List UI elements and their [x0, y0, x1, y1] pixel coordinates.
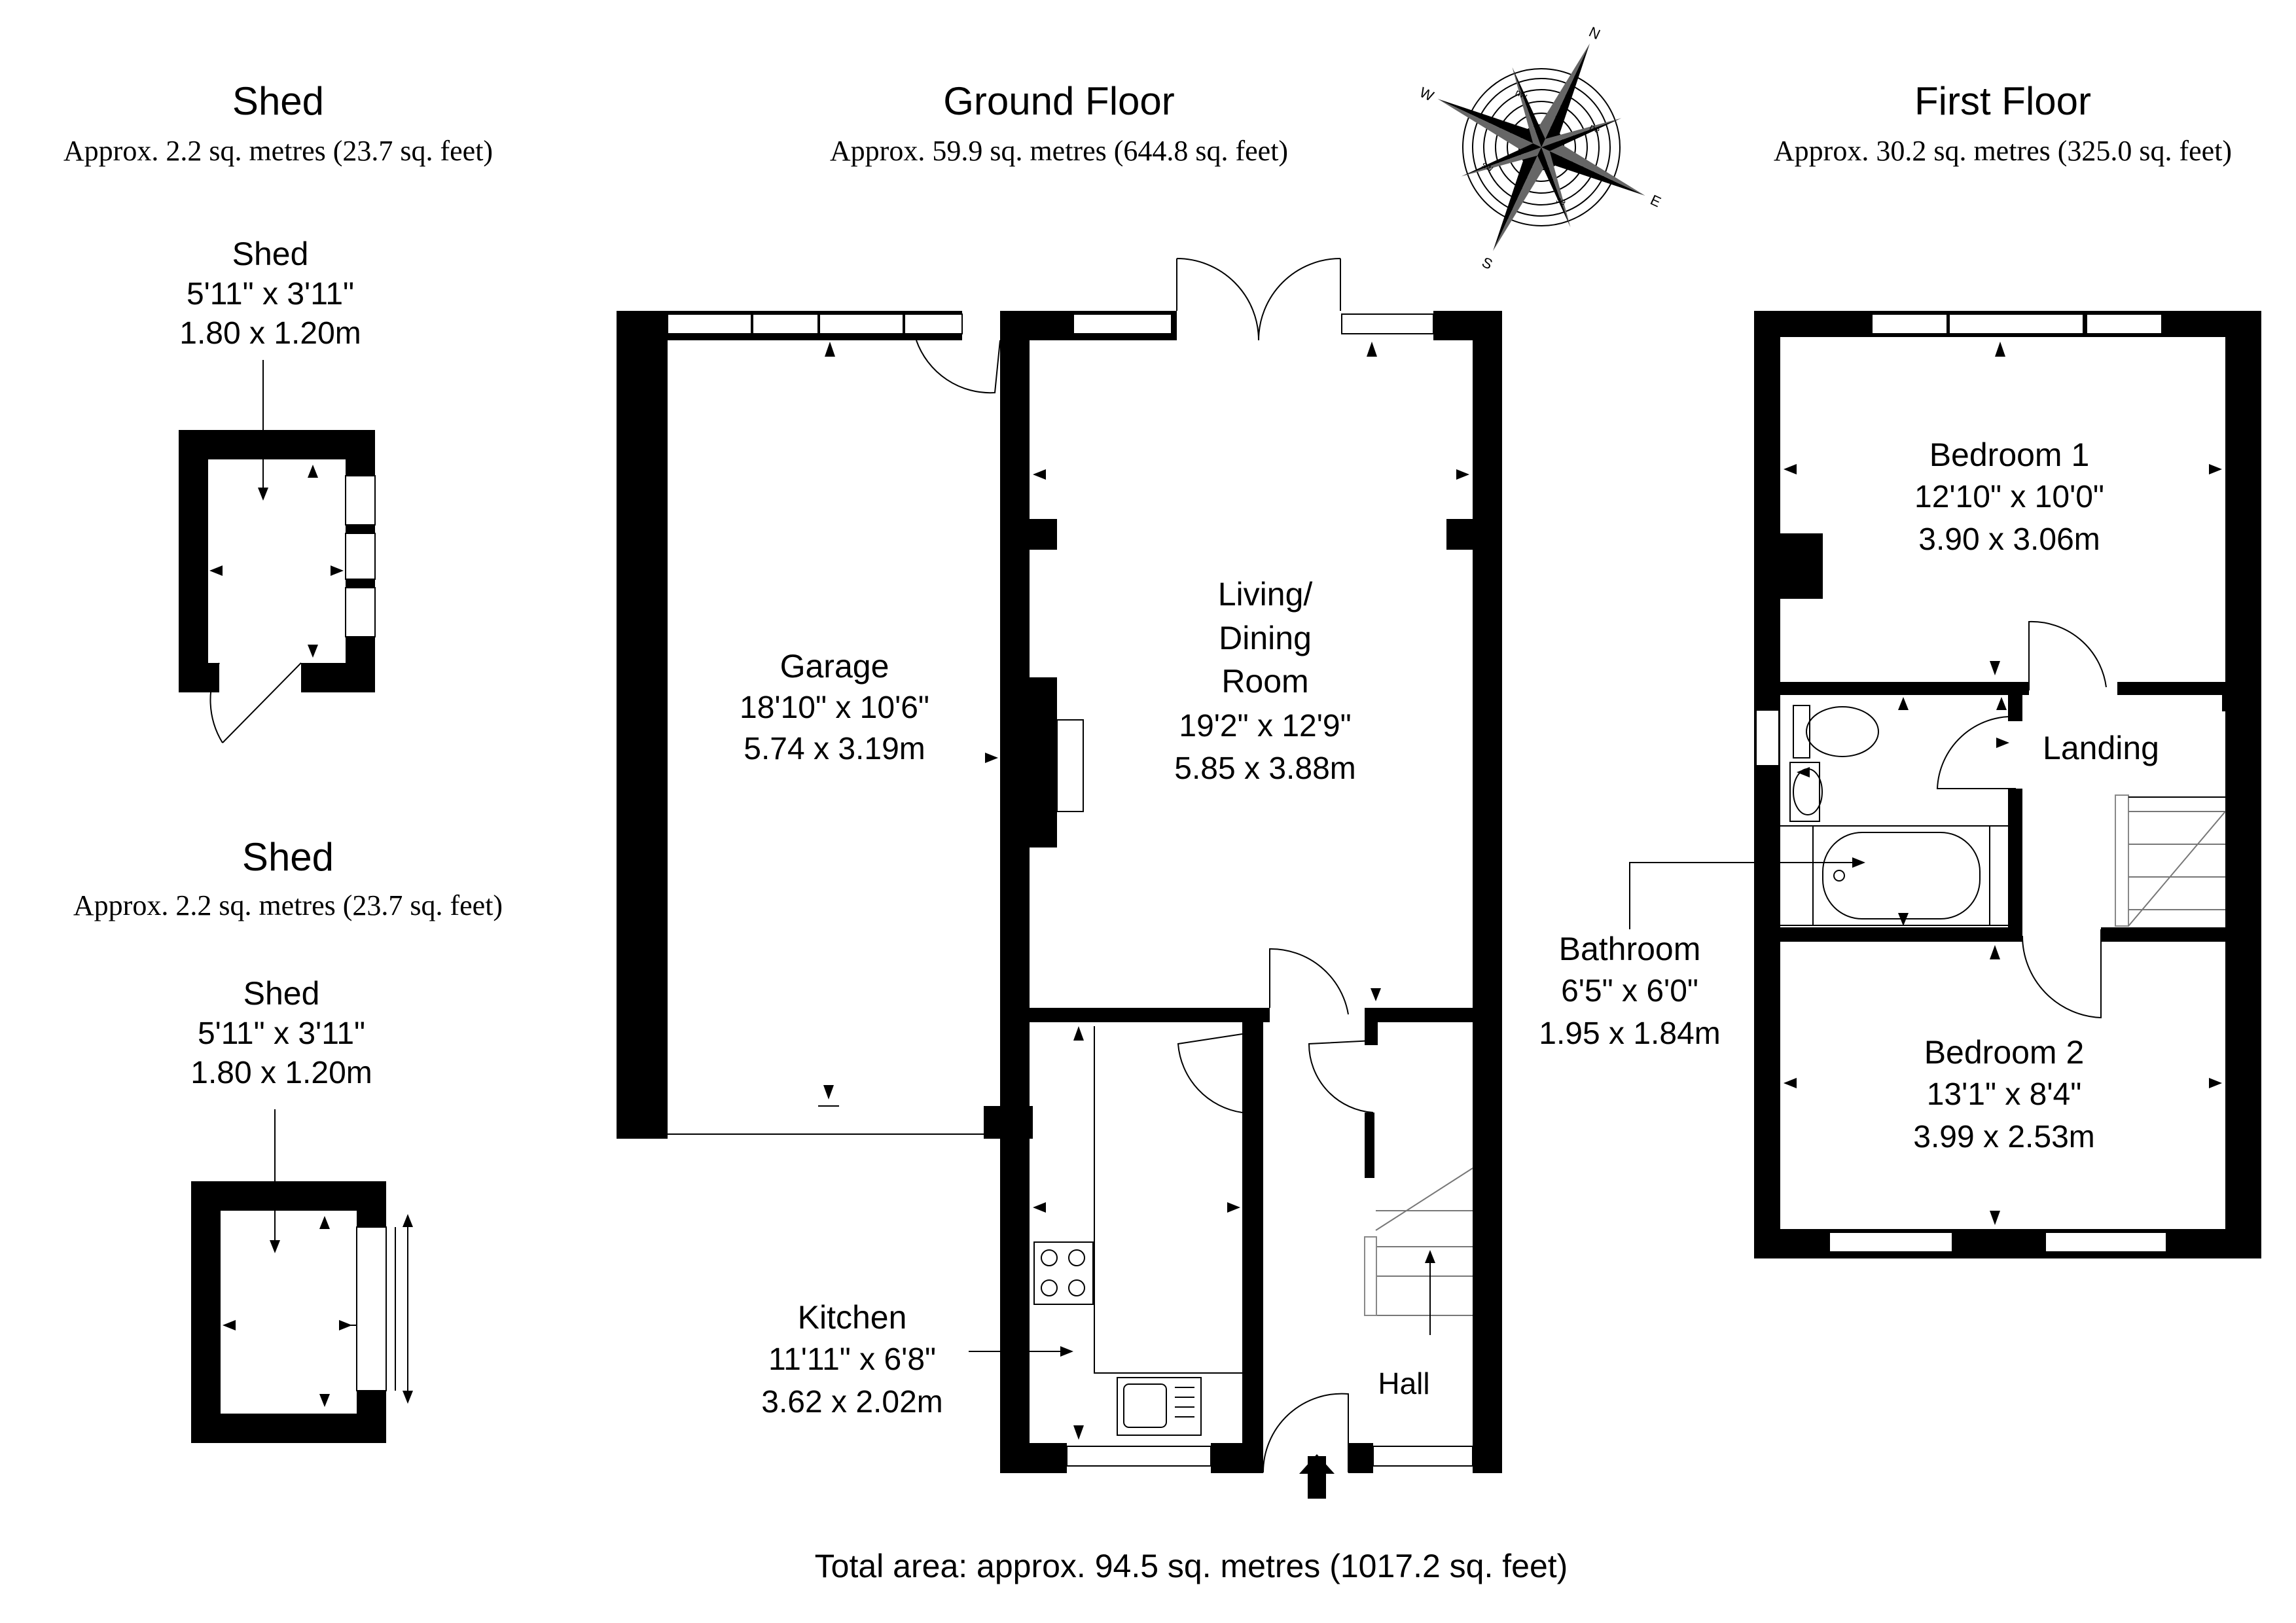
hob-icon	[1033, 1241, 1094, 1305]
kitchen-counter	[1094, 1026, 1242, 1374]
garage-side-door	[916, 340, 1001, 394]
compass-nw: nw	[1514, 86, 1530, 101]
shed-top-window	[345, 533, 376, 580]
shed-bottom-area: Approx. 2.2 sq. metres (23.7 sq. feet)	[73, 889, 503, 921]
bathroom-window	[1755, 709, 1780, 766]
garage-window	[904, 313, 963, 334]
first-floor-heading: First Floor Approx. 30.2 sq. metres (325…	[1774, 79, 2232, 167]
compass-se: se	[1554, 194, 1568, 207]
ground-floor-plan: Garage 18'10" x 10'6" 5.74 x 3.19m Livin…	[617, 258, 1502, 1500]
garage-window	[667, 313, 752, 334]
bedroom1-window	[1948, 313, 2084, 334]
shed-top-window	[345, 587, 376, 637]
bedroom1-imperial: 12'10" x 10'0"	[1914, 480, 2104, 514]
kitchen-walls	[1000, 1022, 1263, 1473]
living-door	[1269, 948, 1349, 1015]
landing-name: Landing	[2043, 730, 2159, 766]
shed-top-area: Approx. 2.2 sq. metres (23.7 sq. feet)	[63, 135, 493, 167]
living-walls	[1000, 311, 1502, 1473]
shed-top-walls	[179, 430, 375, 692]
compass-rose-icon: N S E W nw ne se sw	[1417, 24, 1663, 273]
shed-top-imperial: 5'11" x 3'11"	[187, 277, 354, 312]
front-door	[1262, 1393, 1349, 1473]
fireplace	[1056, 719, 1084, 812]
hall-walls	[1348, 1022, 1378, 1473]
shed-top-title: Shed	[232, 79, 324, 123]
shed-top-metric: 1.80 x 1.20m	[179, 316, 361, 351]
shed-bottom-title: Shed	[242, 835, 334, 879]
compass-sw: sw	[1480, 159, 1496, 173]
first-floor-area: Approx. 30.2 sq. metres (325.0 sq. feet)	[1774, 135, 2232, 167]
garage-metric: 5.74 x 3.19m	[744, 732, 925, 766]
hall-name: Hall	[1378, 1366, 1429, 1400]
kitchen-door	[1177, 1033, 1243, 1113]
shed-bottom-walls	[191, 1181, 386, 1443]
bedroom2-imperial: 13'1" x 8'4"	[1927, 1077, 2082, 1112]
bedroom2-door	[2021, 929, 2102, 1019]
bedroom2-metric: 3.99 x 2.53m	[1913, 1120, 2095, 1154]
french-door-right	[1258, 258, 1341, 341]
garage-window	[819, 313, 904, 334]
living-window	[1073, 313, 1172, 334]
garage-imperial: 18'10" x 10'6"	[740, 690, 929, 725]
bedroom2-name: Bedroom 2	[1924, 1034, 2085, 1071]
bedroom1-window	[1871, 313, 1948, 334]
total-area: Total area: approx. 94.5 sq. metres (101…	[815, 1548, 1568, 1584]
bathroom-metric: 1.95 x 1.84m	[1539, 1016, 1721, 1051]
shed-top-plan: Shed 5'11" x 3'11" 1.80 x 1.20m	[179, 236, 376, 743]
garage-window	[752, 313, 819, 334]
bedroom1-name: Bedroom 1	[1929, 437, 2090, 473]
bathroom-door	[1936, 715, 2017, 789]
bedroom2-window	[1829, 1232, 1953, 1253]
garage-name: Garage	[780, 648, 889, 685]
living-window	[1341, 313, 1434, 334]
shed-top-heading: Shed Approx. 2.2 sq. metres (23.7 sq. fe…	[63, 79, 493, 167]
hall-window	[1372, 1446, 1473, 1467]
shed-top-name: Shed	[232, 236, 309, 272]
living-metric: 5.85 x 3.88m	[1174, 751, 1356, 786]
shed-bottom-name: Shed	[243, 975, 320, 1012]
bedroom1-metric: 3.90 x 3.06m	[1918, 522, 2100, 557]
kitchen-metric: 3.62 x 2.02m	[761, 1385, 943, 1419]
bathroom-name: Bathroom	[1559, 931, 1701, 967]
ground-floor-heading: Ground Floor Approx. 59.9 sq. metres (64…	[830, 79, 1288, 167]
ground-floor-title: Ground Floor	[943, 79, 1175, 123]
sink-icon	[1117, 1377, 1202, 1436]
bedroom1-window	[2086, 313, 2162, 334]
shed-bottom-metric: 1.80 x 1.20m	[190, 1056, 372, 1090]
entrance-arrow-icon	[1299, 1454, 1335, 1474]
bedroom1-door	[2028, 620, 2107, 690]
living-imperial: 19'2" x 12'9"	[1179, 709, 1351, 743]
shed-top-window	[345, 475, 376, 526]
living-name-line2: Dining	[1219, 620, 1312, 656]
hall-stairs	[1364, 1168, 1473, 1335]
first-floor-title: First Floor	[1914, 79, 2091, 123]
toilet-icon	[1793, 705, 1879, 758]
kitchen-window	[1066, 1446, 1211, 1467]
shed-bottom-heading: Shed Approx. 2.2 sq. metres (23.7 sq. fe…	[73, 835, 503, 921]
compass-ne: ne	[1588, 121, 1602, 135]
landing-stairs	[2115, 794, 2226, 927]
living-name-line3: Room	[1221, 663, 1308, 700]
shed-bottom-window	[356, 1226, 387, 1391]
living-name-line1: Living/	[1218, 576, 1313, 613]
hall-inner-door	[1308, 1040, 1374, 1113]
first-floor-walls	[1754, 311, 2261, 1258]
french-door-left	[1176, 258, 1259, 341]
shed-bottom-imperial: 5'11" x 3'11"	[198, 1016, 365, 1051]
kitchen-imperial: 11'11" x 6'8"	[768, 1342, 936, 1377]
shed-bottom-plan: Shed 5'11" x 3'11" 1.80 x 1.20m	[190, 975, 413, 1443]
ground-floor-area: Approx. 59.9 sq. metres (644.8 sq. feet)	[830, 135, 1288, 167]
bathroom-imperial: 6'5" x 6'0"	[1561, 974, 1698, 1008]
bedroom2-window	[2045, 1232, 2167, 1253]
kitchen-name: Kitchen	[798, 1299, 907, 1336]
first-floor-plan: Bedroom 1 12'10" x 10'0" 3.90 x 3.06m La…	[1539, 311, 2261, 1258]
shed-top-door	[209, 662, 302, 743]
